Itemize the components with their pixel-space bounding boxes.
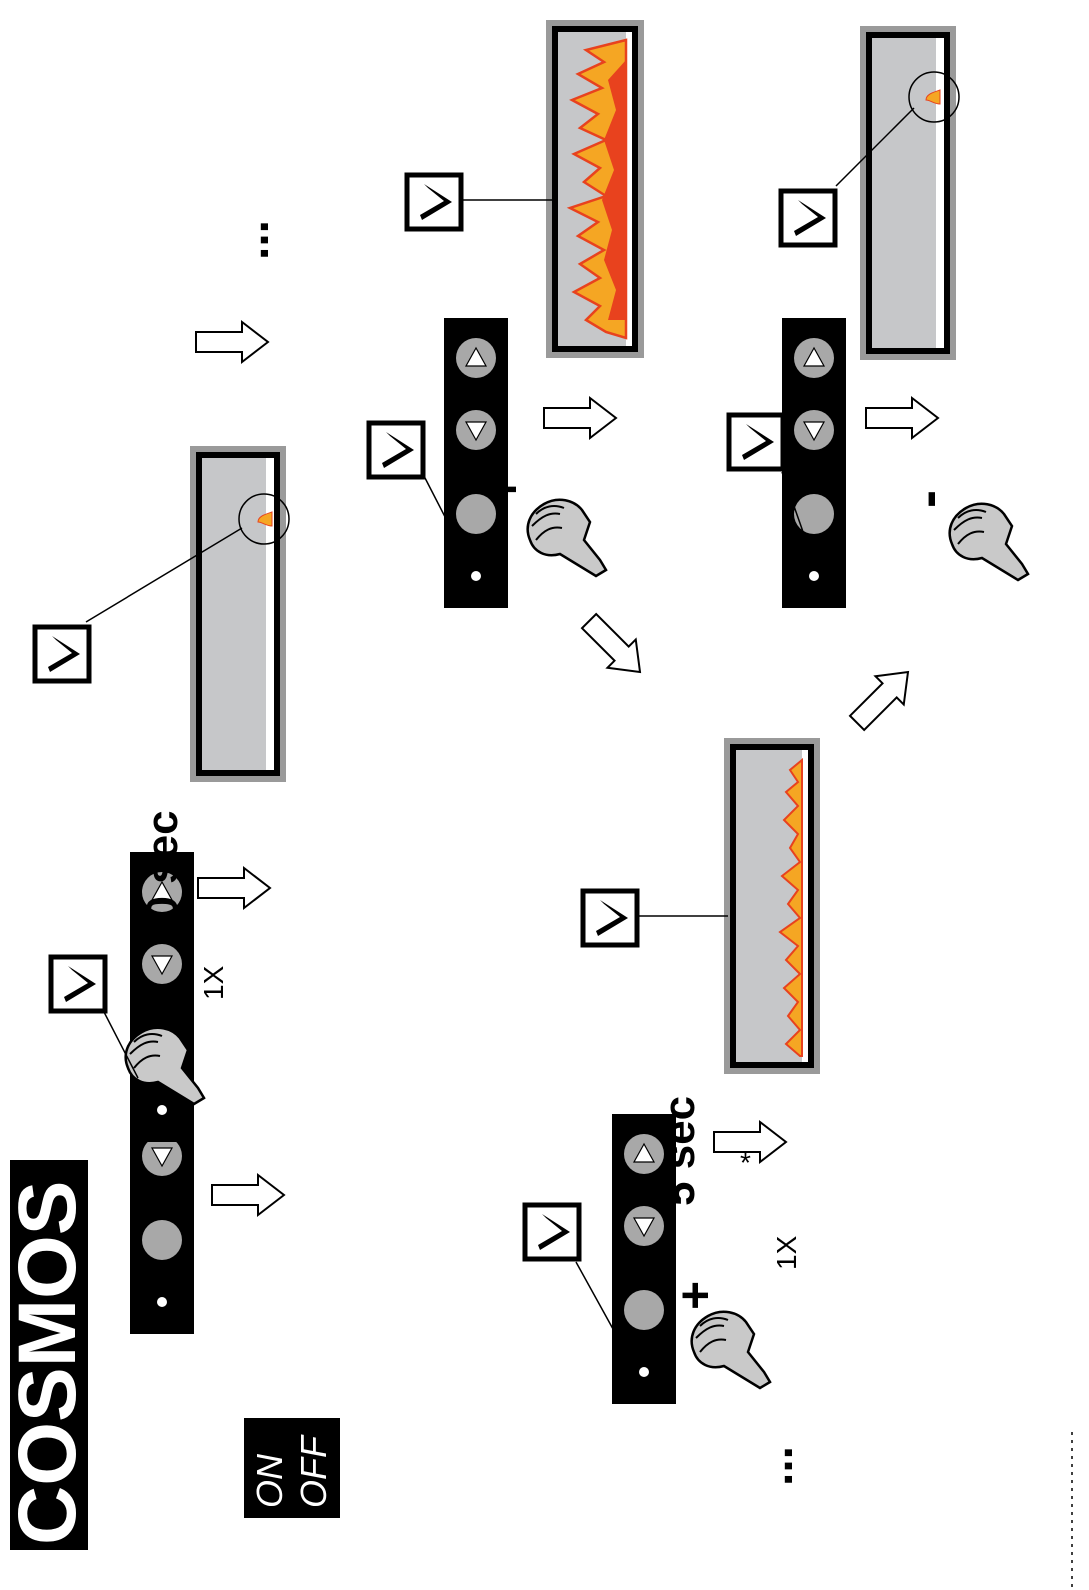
check-remote-icon	[781, 191, 835, 245]
ellipsis-top: ...	[226, 220, 279, 260]
press-count-label: 1X	[198, 965, 229, 1000]
plus-label-top: +	[475, 475, 531, 504]
check-remote-icon	[525, 1205, 579, 1259]
flow-arrow-up	[197, 867, 271, 909]
asterisk-note: *	[740, 1147, 751, 1178]
fire-display-high	[546, 20, 644, 358]
press-count-label-2: 1X	[771, 1235, 802, 1270]
delay-five-label: 5 sec	[655, 1096, 704, 1206]
check-remote-icon	[583, 891, 637, 945]
fire-display-ignition	[190, 446, 290, 782]
check-remote-icon	[35, 627, 89, 681]
flow-arrow-up	[865, 397, 939, 439]
flow-arrow-diagonal-left	[573, 605, 656, 688]
check-remote-icon	[729, 415, 783, 469]
fire-display-low	[724, 738, 820, 1074]
control-panel-decrease	[781, 317, 847, 609]
flow-arrow-up	[543, 397, 617, 439]
check-remote-icon	[369, 423, 423, 477]
plus-label-bottom: +	[667, 1281, 723, 1310]
pointing-hand-icon	[526, 498, 608, 578]
check-remote-icon	[407, 175, 461, 229]
control-panel-increase	[443, 317, 509, 609]
pointing-hand-icon	[690, 1310, 772, 1390]
flow-arrow-up	[211, 1174, 285, 1216]
on-off-label: ON OFF	[244, 1418, 340, 1518]
flow-arrow-diagonal-right	[841, 656, 924, 739]
fire-display-minimum	[860, 26, 960, 360]
minus-label: -	[898, 490, 958, 508]
brand-title: COSMOS	[2, 1181, 93, 1545]
delay-ten-label: 10 sec	[138, 810, 187, 945]
off-label: OFF	[293, 1434, 334, 1508]
pointing-hand-icon	[948, 502, 1030, 582]
flow-arrow-up	[195, 321, 269, 363]
ellipsis-bottom: ...	[750, 1446, 803, 1486]
check-remote-icon	[51, 957, 105, 1011]
on-label: ON	[249, 1453, 290, 1508]
brand-logo: COSMOS	[2, 1160, 93, 1550]
